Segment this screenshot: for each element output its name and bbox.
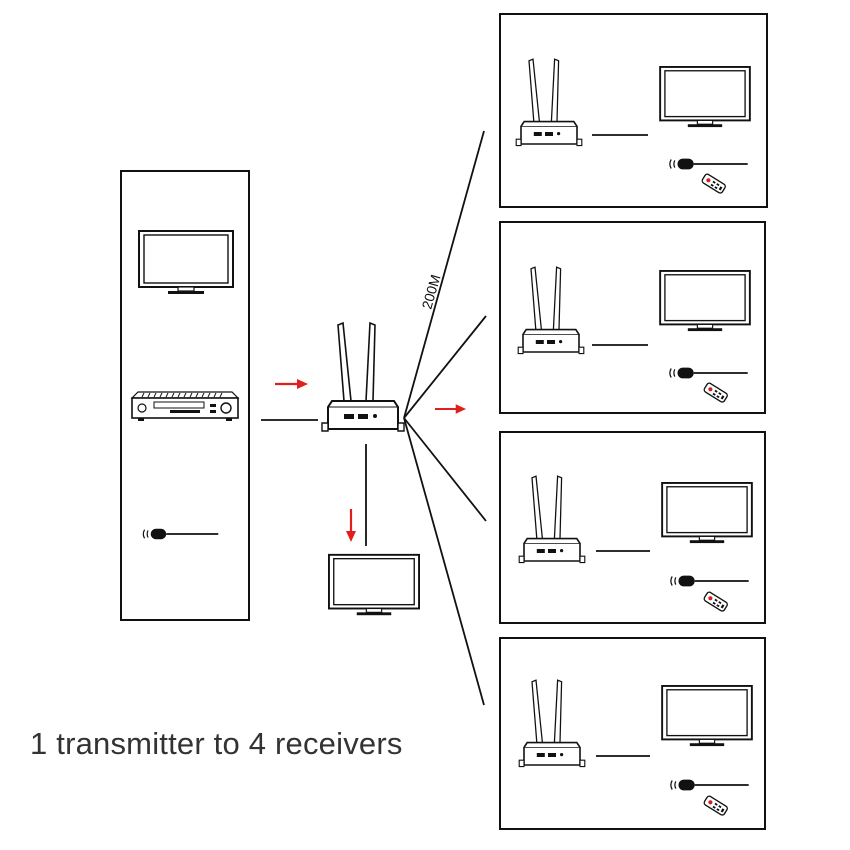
tv-icon	[659, 270, 751, 333]
receiver-panel-1	[499, 13, 768, 208]
red-arrow-icon	[435, 403, 467, 415]
receiver-panel-3	[499, 431, 766, 624]
receiver-panel-2	[499, 221, 766, 414]
local-tv-icon	[328, 553, 420, 617]
red-arrow-icon	[275, 378, 309, 390]
tv-icon	[661, 482, 753, 545]
tv-icon	[138, 230, 234, 295]
av-receiver-icon	[131, 391, 239, 422]
source-panel	[120, 170, 250, 621]
tv-icon	[661, 685, 753, 748]
tv-icon	[659, 66, 751, 129]
red-arrow-down-icon	[345, 509, 357, 543]
diagram-caption: 1 transmitter to 4 receivers	[30, 726, 403, 761]
wireless-links	[403, 130, 487, 706]
receiver-panel-4	[499, 637, 766, 830]
wireless-transmitter-icon	[320, 321, 406, 433]
